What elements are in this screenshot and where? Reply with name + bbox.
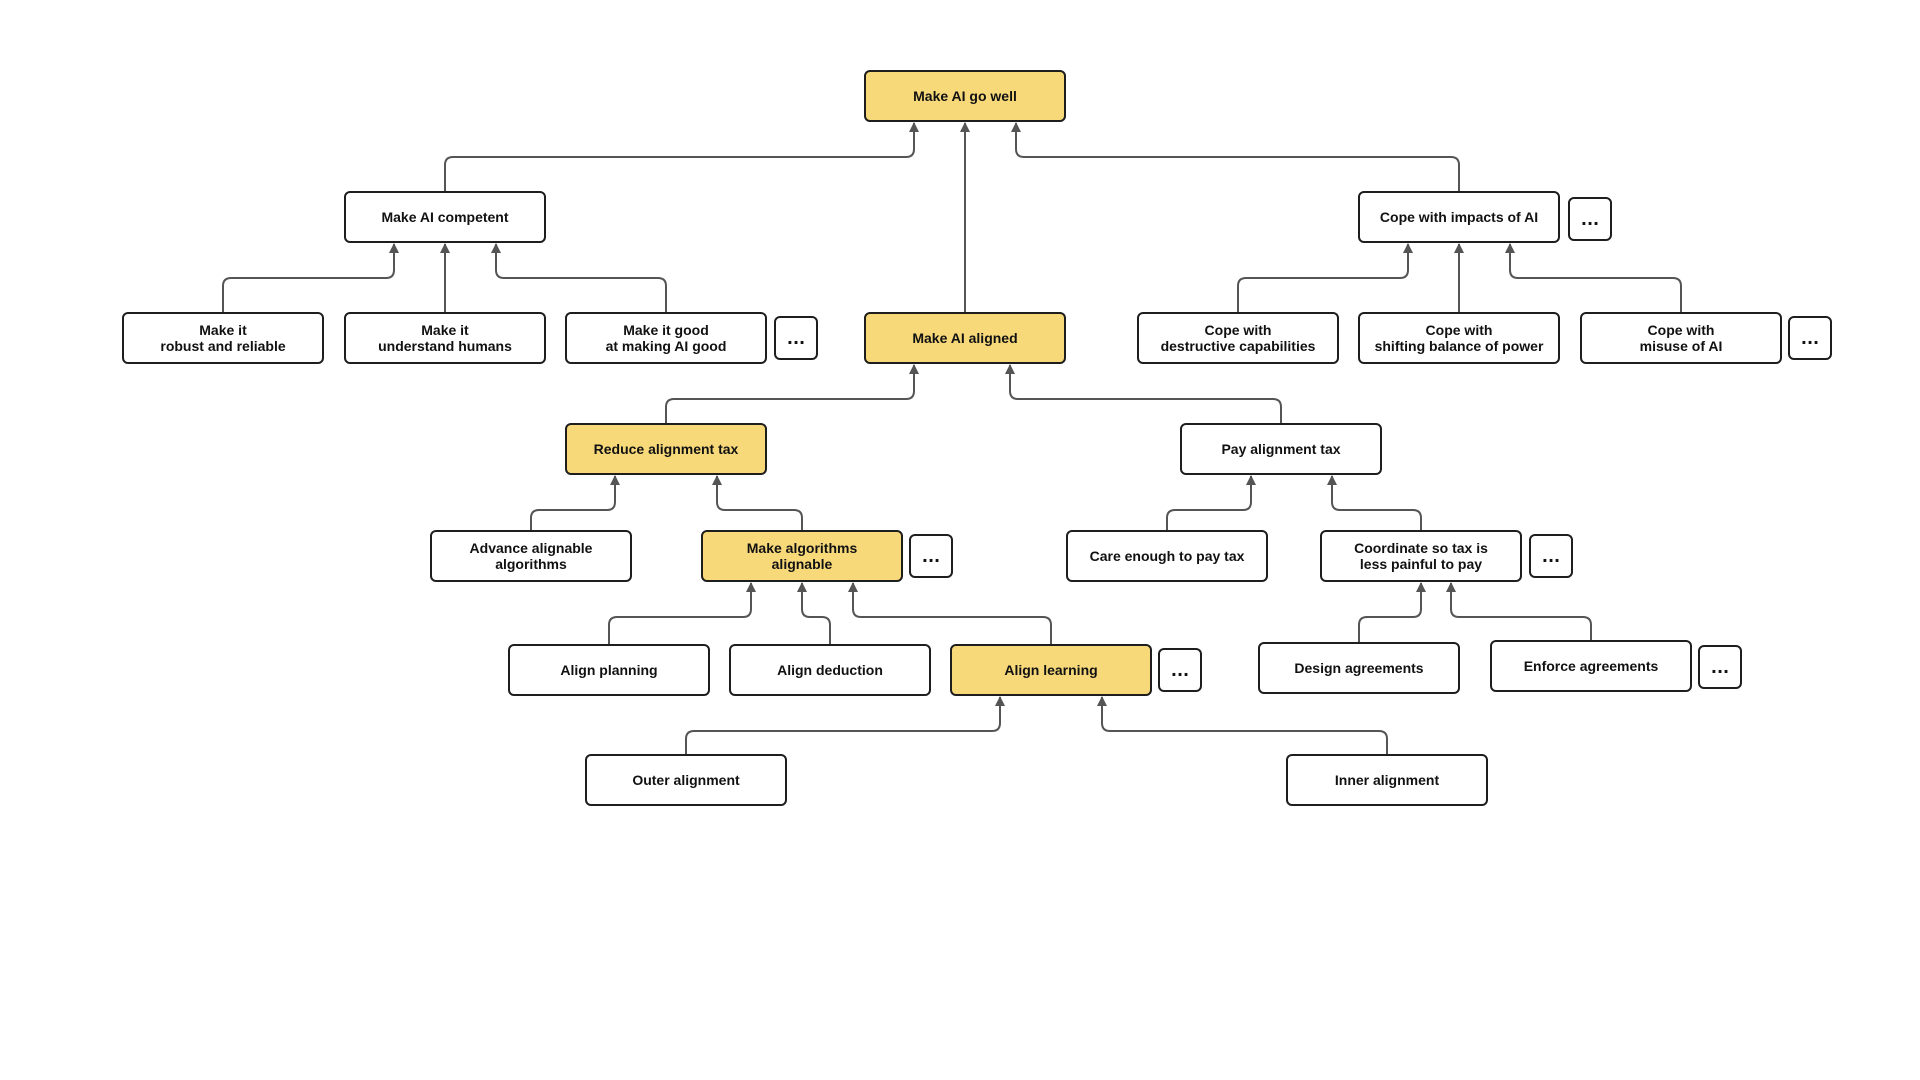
node-make-it-understand-humans[interactable]: Make it understand humans bbox=[344, 312, 546, 364]
more-button-make-alignable[interactable]: ... bbox=[909, 534, 953, 578]
more-button-misuse[interactable]: ... bbox=[1788, 316, 1832, 360]
node-cope-balance-of-power[interactable]: Cope with shifting balance of power bbox=[1358, 312, 1560, 364]
node-make-algorithms-alignable[interactable]: Make algorithms alignable bbox=[701, 530, 903, 582]
node-align-deduction[interactable]: Align deduction bbox=[729, 644, 931, 696]
more-button-coordinate[interactable]: ... bbox=[1529, 534, 1573, 578]
node-make-it-robust[interactable]: Make it robust and reliable bbox=[122, 312, 324, 364]
more-button-impacts[interactable]: ... bbox=[1568, 197, 1612, 241]
node-cope-misuse[interactable]: Cope with misuse of AI bbox=[1580, 312, 1782, 364]
edge-design-to-coordinate bbox=[1358, 582, 1426, 642]
node-make-ai-competent[interactable]: Make AI competent bbox=[344, 191, 546, 243]
more-button-learning[interactable]: ... bbox=[1158, 648, 1202, 692]
node-reduce-alignment-tax[interactable]: Reduce alignment tax bbox=[565, 423, 767, 475]
more-button-good-at[interactable]: ... bbox=[774, 316, 818, 360]
edge-good_at-to-competent bbox=[491, 243, 667, 312]
edge-planning-to-make_alignable bbox=[608, 582, 756, 644]
edge-outer-to-learning bbox=[685, 696, 1005, 754]
edge-misuse-to-impacts bbox=[1505, 243, 1682, 312]
node-design-agreements[interactable]: Design agreements bbox=[1258, 642, 1460, 694]
edge-coordinate-to-pay_tax bbox=[1327, 475, 1422, 530]
more-button-enforce[interactable]: ... bbox=[1698, 645, 1742, 689]
edge-impacts-to-go_well bbox=[1011, 122, 1460, 191]
edge-make_alignable-to-reduce_tax bbox=[712, 475, 803, 530]
edge-learning-to-make_alignable bbox=[848, 582, 1052, 644]
edge-enforce-to-coordinate bbox=[1446, 582, 1592, 640]
node-outer-alignment[interactable]: Outer alignment bbox=[585, 754, 787, 806]
edge-inner-to-learning bbox=[1097, 696, 1388, 754]
edge-deduction-to-make_alignable bbox=[797, 582, 831, 644]
edge-robust-to-competent bbox=[222, 243, 399, 312]
edge-competent-to-go_well bbox=[444, 122, 919, 191]
edge-reduce_tax-to-aligned bbox=[665, 364, 919, 423]
node-align-learning[interactable]: Align learning bbox=[950, 644, 1152, 696]
node-make-it-good-at-ai[interactable]: Make it good at making AI good bbox=[565, 312, 767, 364]
node-inner-alignment[interactable]: Inner alignment bbox=[1286, 754, 1488, 806]
edge-care-to-pay_tax bbox=[1166, 475, 1256, 530]
edge-pay_tax-to-aligned bbox=[1005, 364, 1282, 423]
node-cope-destructive[interactable]: Cope with destructive capabilities bbox=[1137, 312, 1339, 364]
edge-destructive-to-impacts bbox=[1237, 243, 1413, 312]
node-make-ai-go-well[interactable]: Make AI go well bbox=[864, 70, 1066, 122]
node-cope-with-impacts[interactable]: Cope with impacts of AI bbox=[1358, 191, 1560, 243]
node-care-enough-to-pay-tax[interactable]: Care enough to pay tax bbox=[1066, 530, 1268, 582]
node-coordinate-tax[interactable]: Coordinate so tax is less painful to pay bbox=[1320, 530, 1522, 582]
node-pay-alignment-tax[interactable]: Pay alignment tax bbox=[1180, 423, 1382, 475]
node-advance-alignable-algorithms[interactable]: Advance alignable algorithms bbox=[430, 530, 632, 582]
node-enforce-agreements[interactable]: Enforce agreements bbox=[1490, 640, 1692, 692]
node-make-ai-aligned[interactable]: Make AI aligned bbox=[864, 312, 1066, 364]
node-align-planning[interactable]: Align planning bbox=[508, 644, 710, 696]
edge-advance-to-reduce_tax bbox=[530, 475, 620, 530]
